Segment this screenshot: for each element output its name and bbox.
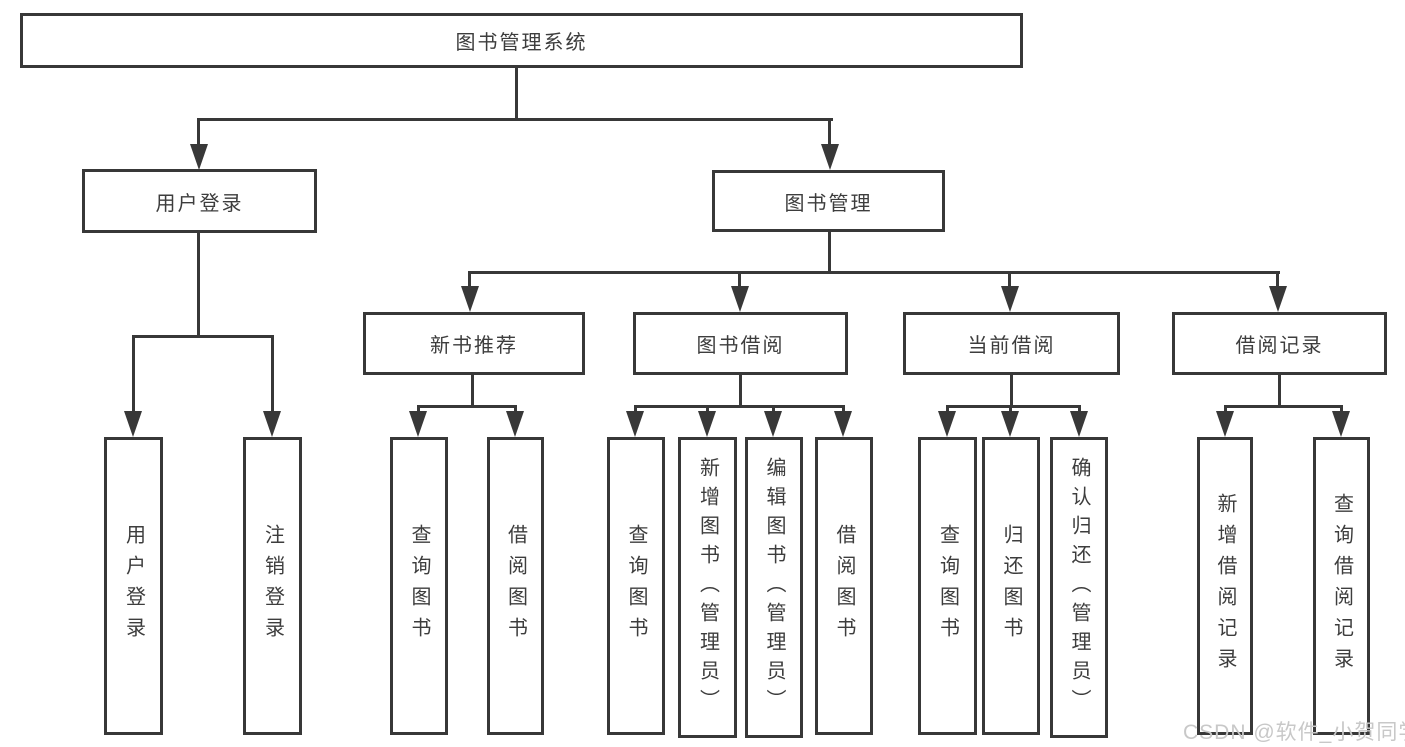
leaf-edit-books-admin: 编辑图书（管理员） <box>745 437 803 738</box>
arrow-down-icon <box>698 411 716 437</box>
arrow-down-icon <box>190 144 208 170</box>
node-book-borrow: 图书借阅 <box>633 312 848 375</box>
arrow-down-icon <box>461 286 479 312</box>
arrow-down-icon <box>124 411 142 437</box>
arrow-down-icon <box>1001 411 1019 437</box>
arrow-down-icon <box>1332 411 1350 437</box>
edge-line <box>1276 271 1279 289</box>
arrow-down-icon <box>626 411 644 437</box>
arrow-down-icon <box>938 411 956 437</box>
edge-line <box>197 118 200 146</box>
arrow-down-icon <box>506 411 524 437</box>
edge-line <box>946 405 1081 408</box>
arrow-down-icon <box>263 411 281 437</box>
edge-line <box>634 405 637 413</box>
leaf-logout: 注销登录 <box>243 437 302 735</box>
edge-line <box>772 405 775 413</box>
edge-line <box>1278 375 1281 407</box>
node-borrow-records: 借阅记录 <box>1172 312 1387 375</box>
arrow-down-icon <box>1001 286 1019 312</box>
edge-line <box>271 335 274 413</box>
edge-line <box>1008 271 1011 289</box>
edge-line <box>1078 405 1081 413</box>
edge-line <box>515 68 518 118</box>
edge-line <box>706 405 709 413</box>
arrow-down-icon <box>409 411 427 437</box>
node-current-borrow: 当前借阅 <box>903 312 1120 375</box>
arrow-down-icon <box>821 144 839 170</box>
arrow-down-icon <box>1216 411 1234 437</box>
leaf-query-books-recommend: 查询图书 <box>390 437 448 735</box>
edge-line <box>514 405 517 413</box>
edge-line <box>417 405 517 408</box>
arrow-down-icon <box>1269 286 1287 312</box>
edge-line <box>828 232 831 273</box>
edge-line <box>132 335 274 338</box>
leaf-confirm-return-admin: 确认归还（管理员） <box>1050 437 1108 738</box>
arrow-down-icon <box>834 411 852 437</box>
csdn-watermark: CSDN @软件_小贺同学 <box>1183 721 1405 744</box>
edge-line <box>828 118 831 146</box>
edge-line <box>132 335 135 413</box>
leaf-add-books-admin: 新增图书（管理员） <box>678 437 737 738</box>
leaf-borrow-books: 借阅图书 <box>815 437 873 735</box>
leaf-add-borrow-record: 新增借阅记录 <box>1197 437 1253 735</box>
arrow-down-icon <box>731 286 749 312</box>
edge-line <box>197 118 833 121</box>
edge-line <box>738 271 741 289</box>
edge-line <box>1009 405 1012 413</box>
edge-line <box>1010 375 1013 407</box>
node-root: 图书管理系统 <box>20 13 1023 68</box>
edge-line <box>197 233 200 337</box>
leaf-query-borrow-record: 查询借阅记录 <box>1313 437 1370 735</box>
edge-line <box>946 405 949 413</box>
node-new-book-recommend: 新书推荐 <box>363 312 585 375</box>
arrow-down-icon <box>1070 411 1088 437</box>
leaf-query-books-borrow: 查询图书 <box>607 437 665 735</box>
edge-line <box>1224 405 1343 408</box>
edge-line <box>739 375 742 407</box>
leaf-query-books-current: 查询图书 <box>918 437 977 735</box>
edge-line <box>1340 405 1343 413</box>
leaf-return-books: 归还图书 <box>982 437 1040 735</box>
node-user-login-branch: 用户登录 <box>82 169 317 233</box>
arrow-down-icon <box>764 411 782 437</box>
edge-line <box>468 271 471 289</box>
node-book-mgmt-branch: 图书管理 <box>712 170 945 232</box>
edge-line <box>842 405 845 413</box>
leaf-user-login: 用户登录 <box>104 437 163 735</box>
edge-line <box>417 405 420 413</box>
edge-line <box>634 405 845 408</box>
edge-line <box>471 375 474 407</box>
leaf-borrow-books-recommend: 借阅图书 <box>487 437 544 735</box>
edge-line <box>1224 405 1227 413</box>
edge-line <box>468 271 1280 274</box>
